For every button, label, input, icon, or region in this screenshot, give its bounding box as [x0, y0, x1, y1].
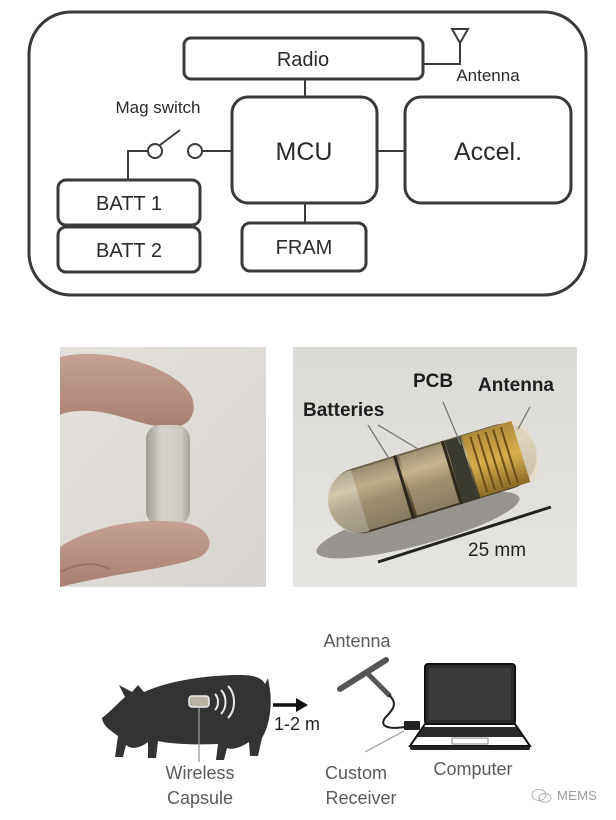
radio-antenna-wire — [423, 42, 461, 65]
index-finger — [60, 353, 194, 428]
wireless-label: Wireless — [165, 763, 234, 783]
antenna-icon — [450, 28, 470, 46]
arrow-right-icon — [273, 698, 308, 712]
batteries-label: Batteries — [303, 400, 384, 421]
watermark-text: MEMS — [557, 788, 598, 803]
setup-diagram: Wireless Capsule Antenna Custom Receiver… — [102, 631, 532, 808]
receiver-leader-line — [364, 730, 405, 753]
battery-1 — [351, 458, 412, 531]
capsule-label: Capsule — [167, 788, 233, 808]
pcb-label: PCB — [413, 371, 453, 392]
laptop-icon — [408, 663, 532, 750]
mag-switch-lever — [159, 129, 181, 146]
antenna-cable — [382, 694, 406, 729]
computer-label: Computer — [433, 759, 512, 779]
mcu-label: MCU — [276, 138, 333, 166]
thumb — [60, 520, 210, 587]
mag-switch-label: Mag switch — [115, 98, 200, 117]
radio-label: Radio — [277, 49, 329, 71]
receiver-label: Receiver — [325, 788, 396, 808]
white-capsule — [146, 425, 190, 525]
radio-block — [182, 36, 425, 81]
capsule-antenna-label: Antenna — [478, 375, 554, 396]
wechat-icon — [531, 789, 552, 803]
distance-label: 1-2 m — [274, 714, 320, 734]
switch-terminal-right — [187, 143, 203, 159]
accel-label: Accel. — [454, 138, 522, 166]
wireless-signal-icon — [214, 685, 235, 719]
batt1-label: BATT 1 — [96, 193, 162, 215]
antenna-label: Antenna — [456, 66, 520, 85]
batt2-label: BATT 2 — [96, 240, 162, 262]
capsule-in-pig — [188, 695, 210, 708]
custom-receiver-device — [404, 721, 420, 730]
pig-silhouette — [102, 675, 271, 760]
photo-hand-holding-capsule — [60, 347, 266, 587]
block-diagram: Radio MCU Accel. BATT 1 BATT 2 FRAM Ante… — [27, 10, 588, 297]
batt-switch-wire — [127, 150, 148, 180]
photo-capsule-internals: PCB Antenna Batteries 25 mm — [293, 347, 577, 587]
battery-2 — [398, 443, 460, 516]
batt2-block — [56, 225, 202, 274]
device-enclosure — [27, 10, 588, 297]
setup-antenna-label: Antenna — [323, 631, 391, 651]
custom-label: Custom — [325, 763, 387, 783]
switch-terminal-left — [147, 143, 163, 159]
t-antenna-icon — [337, 657, 392, 698]
pcb — [444, 436, 479, 503]
scale-label: 25 mm — [468, 540, 526, 561]
fram-label: FRAM — [276, 237, 333, 259]
scale-bar — [377, 505, 552, 564]
